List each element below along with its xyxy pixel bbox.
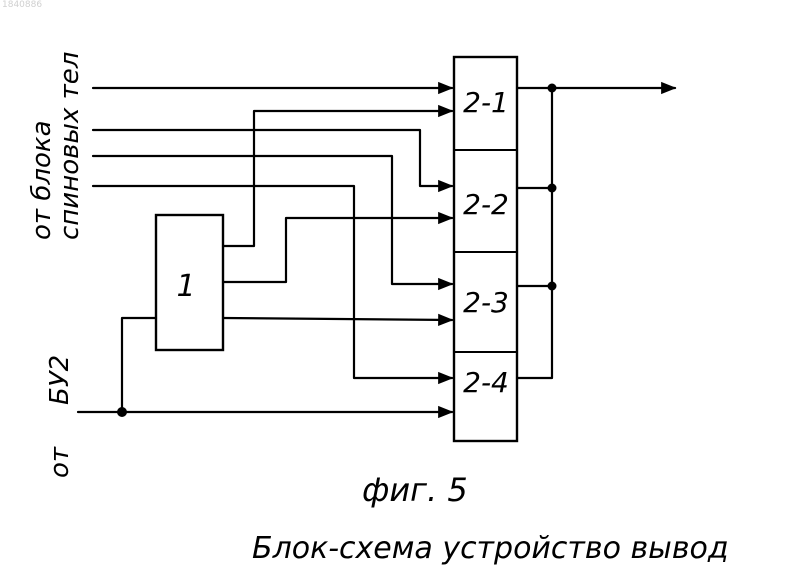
input-line-3 bbox=[93, 156, 452, 284]
input-line-2 bbox=[93, 130, 452, 186]
bu2-to-block-1 bbox=[122, 318, 156, 412]
junction-dot-bu2 bbox=[117, 407, 127, 417]
source-label-bottom-line1: БУ2 bbox=[45, 355, 75, 405]
block-2-3-label: 2-3 bbox=[463, 286, 509, 319]
source-label-top-line2: спиновых тел bbox=[55, 52, 85, 240]
block-1-output-2 bbox=[223, 218, 452, 282]
block-2-2-label: 2-2 bbox=[463, 188, 509, 221]
block-2-1-label: 2-1 bbox=[463, 86, 509, 119]
junction-dot-3 bbox=[548, 282, 557, 291]
block-1-output-3 bbox=[223, 318, 452, 320]
figure-number: фиг. 5 bbox=[362, 471, 468, 509]
source-label-top-line1: от блока bbox=[27, 120, 57, 240]
block-2-4-label: 2-4 bbox=[463, 366, 509, 399]
source-label-bottom: БУ2 bbox=[45, 355, 75, 405]
junction-dot-2 bbox=[548, 184, 557, 193]
block-1-output-1 bbox=[223, 111, 452, 246]
source-label-bottom-from: от bbox=[45, 446, 75, 478]
block-1-label: 1 bbox=[176, 269, 195, 304]
figure-caption: Блок-схема устройство вывод bbox=[252, 531, 729, 566]
source-label-top: от блока спиновых тел bbox=[27, 52, 85, 240]
output-bus bbox=[517, 88, 552, 378]
